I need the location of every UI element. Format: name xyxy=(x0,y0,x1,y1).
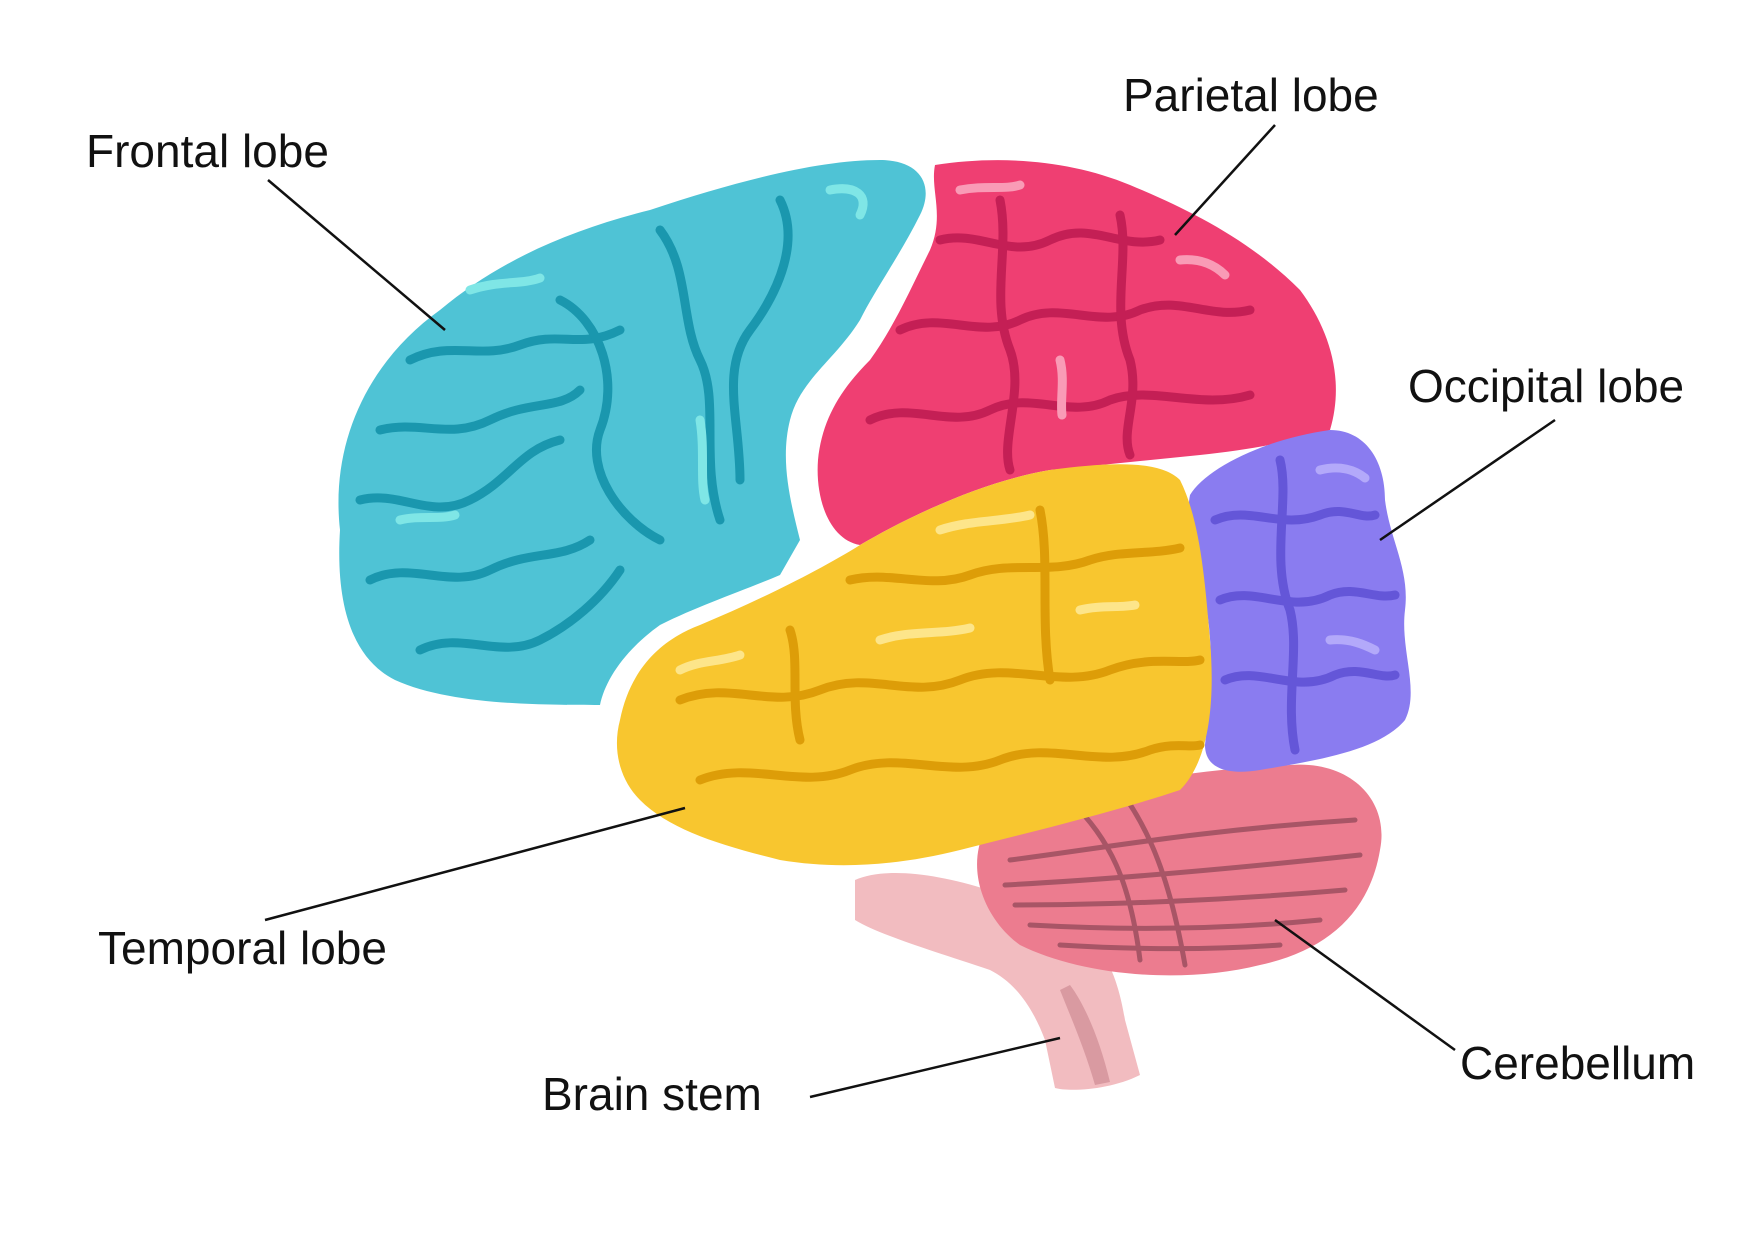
occipital-leader-line xyxy=(1379,418,1556,542)
temporal-fold xyxy=(695,740,1205,785)
frontal-fold xyxy=(555,295,665,545)
cerebellum-fold xyxy=(1002,852,1363,888)
brain-stem-leader-line xyxy=(809,1036,1061,1099)
parietal-fold xyxy=(895,300,1255,335)
frontal-lobe-highlights xyxy=(395,184,868,525)
temporal-fold xyxy=(845,543,1185,586)
temporal-fold xyxy=(785,625,805,745)
temporal-highlight xyxy=(935,510,1035,535)
frontal-highlight xyxy=(465,273,545,295)
parietal-highlight xyxy=(1055,355,1067,420)
parietal-fold xyxy=(865,390,1255,425)
occipital-lobe-folds xyxy=(1210,455,1400,755)
occipital-highlight xyxy=(1315,463,1370,483)
occipital-fold xyxy=(1220,667,1400,687)
temporal-leader-line xyxy=(264,806,686,922)
parietal-fold xyxy=(995,195,1020,475)
cerebellum-leader-line xyxy=(1274,918,1456,1052)
frontal-fold xyxy=(415,565,625,655)
temporal-lobe-region xyxy=(616,464,1212,866)
occipital-highlight xyxy=(1325,635,1380,655)
occipital-fold xyxy=(1275,455,1300,755)
cerebellum-fold xyxy=(1007,817,1358,863)
parietal-fold xyxy=(1115,210,1138,460)
leader-lines xyxy=(264,124,1556,1099)
parietal-lobe-folds xyxy=(865,195,1255,475)
frontal-fold xyxy=(405,325,625,365)
frontal-highlight xyxy=(695,415,710,505)
frontal-fold xyxy=(355,435,565,512)
frontal-lobe-region xyxy=(338,160,926,705)
temporal-lobe-folds xyxy=(675,505,1205,785)
temporal-highlight xyxy=(675,650,745,675)
parietal-lobe-shape xyxy=(817,160,1336,546)
parietal-lobe-label: Parietal lobe xyxy=(1123,69,1379,121)
temporal-lobe-highlights xyxy=(675,510,1140,675)
frontal-fold xyxy=(375,385,585,435)
frontal-highlight xyxy=(395,510,460,525)
temporal-fold xyxy=(1035,505,1055,685)
temporal-lobe-label: Temporal lobe xyxy=(98,922,387,974)
frontal-lobe-label: Frontal lobe xyxy=(86,125,329,177)
frontal-highlight xyxy=(825,184,868,220)
parietal-lobe-region xyxy=(817,160,1336,546)
parietal-lobe-highlights xyxy=(955,180,1230,420)
frontal-fold xyxy=(729,195,793,485)
parietal-highlight xyxy=(955,180,1025,195)
temporal-highlight xyxy=(875,623,975,645)
occipital-fold xyxy=(1215,587,1400,607)
cerebellum-label: Cerebellum xyxy=(1460,1037,1696,1089)
frontal-fold xyxy=(365,535,595,585)
brain-stem-highlight xyxy=(1060,985,1110,1085)
temporal-highlight xyxy=(1075,600,1140,615)
brain-stem-label: Brain stem xyxy=(542,1068,762,1120)
cerebellum-fold xyxy=(1057,942,1283,952)
frontal-lobe-folds xyxy=(355,195,793,655)
parietal-leader-line xyxy=(1174,124,1276,236)
frontal-leader-line xyxy=(267,179,446,331)
occipital-lobe-highlights xyxy=(1315,463,1380,655)
occipital-lobe-region xyxy=(1188,430,1411,772)
parietal-highlight xyxy=(1175,255,1230,280)
temporal-fold xyxy=(675,655,1205,705)
occipital-lobe-label: Occipital lobe xyxy=(1408,360,1685,412)
occipital-fold xyxy=(1210,506,1380,525)
frontal-fold xyxy=(655,225,725,525)
